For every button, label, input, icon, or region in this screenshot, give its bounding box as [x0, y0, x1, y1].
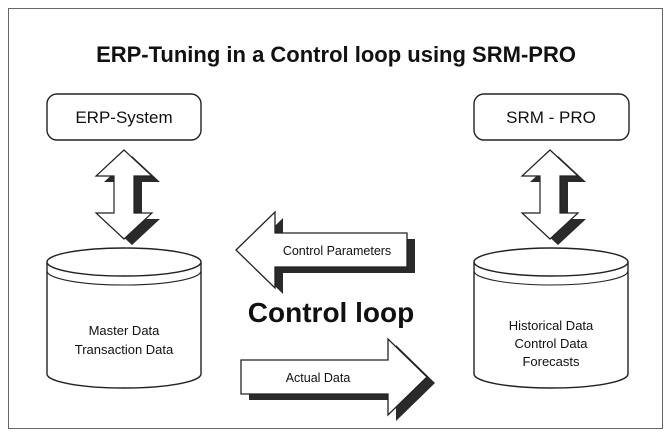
- left-double-arrow: [94, 149, 160, 245]
- srm-pro-label: SRM - PRO: [506, 108, 596, 127]
- master-data-database: Master Data Transaction Data: [46, 247, 202, 389]
- diagram-title: ERP-Tuning in a Control loop using SRM-P…: [96, 42, 576, 67]
- master-data-line-2: Transaction Data: [75, 342, 174, 357]
- historical-data-database: Historical Data Control Data Forecasts: [473, 247, 629, 389]
- erp-system-label: ERP-System: [75, 108, 172, 127]
- historical-data-line-2: Control Data: [515, 336, 589, 351]
- erp-system-box: ERP-System: [46, 93, 202, 141]
- control-loop-label: Control loop: [248, 297, 414, 328]
- historical-data-line-1: Historical Data: [509, 318, 594, 333]
- actual-data-label: Actual Data: [286, 371, 351, 385]
- actual-data-arrow: Actual Data: [240, 337, 435, 421]
- srm-pro-box: SRM - PRO: [473, 93, 630, 141]
- control-parameters-arrow: Control Parameters: [235, 210, 415, 294]
- historical-data-line-3: Forecasts: [522, 354, 580, 369]
- control-parameters-label: Control Parameters: [283, 244, 391, 258]
- master-data-line-1: Master Data: [89, 323, 161, 338]
- right-double-arrow: [520, 149, 586, 245]
